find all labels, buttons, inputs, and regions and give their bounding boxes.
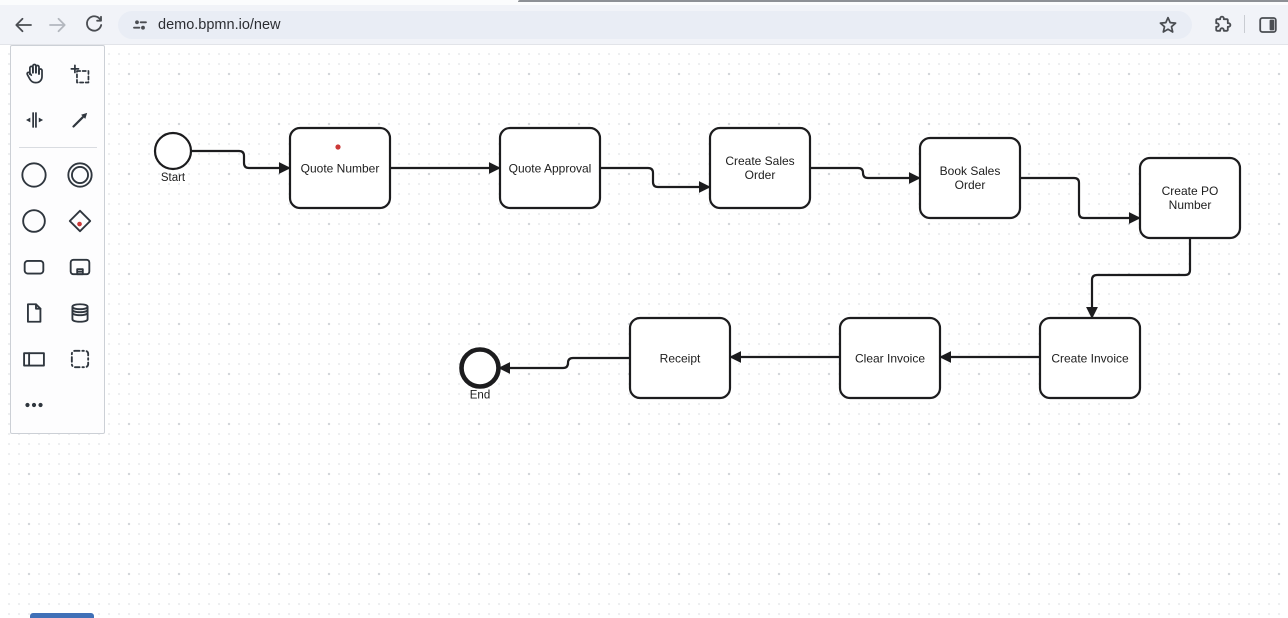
tab-strip-remnant bbox=[0, 0, 1288, 5]
flow-create-po-number-to-create-invoice[interactable] bbox=[1086, 238, 1192, 319]
task-quote-approval[interactable]: Quote Approval bbox=[498, 126, 602, 210]
create-end-event[interactable] bbox=[11, 198, 57, 244]
svg-text:Number: Number bbox=[1169, 198, 1212, 212]
create-group[interactable] bbox=[57, 336, 103, 382]
url-bar[interactable]: demo.bpmn.io/new bbox=[118, 11, 1192, 39]
create-data-object[interactable] bbox=[11, 290, 57, 336]
extensions-puzzle-icon bbox=[1215, 15, 1232, 32]
lasso-tool[interactable] bbox=[57, 51, 103, 97]
svg-text:Order: Order bbox=[745, 168, 776, 182]
svg-text:Order: Order bbox=[955, 178, 986, 192]
svg-text:Create Invoice: Create Invoice bbox=[1051, 351, 1129, 365]
task-clear-invoice[interactable]: Clear Invoice bbox=[838, 316, 942, 400]
window-top-edge bbox=[518, 0, 1288, 2]
reload-icon bbox=[86, 15, 103, 32]
flow-book-sales-order-to-create-po-number[interactable] bbox=[1020, 176, 1141, 224]
global-connect-tool[interactable] bbox=[57, 97, 103, 143]
task-quote-number[interactable]: Quote Number bbox=[288, 126, 392, 210]
site-settings-icon[interactable] bbox=[128, 13, 152, 37]
start-event[interactable]: Start bbox=[153, 131, 193, 184]
star-icon bbox=[1159, 16, 1177, 33]
more-options[interactable] bbox=[11, 382, 57, 428]
create-subprocess[interactable] bbox=[57, 244, 103, 290]
create-participant[interactable] bbox=[11, 336, 57, 382]
side-panel-button[interactable] bbox=[1254, 11, 1282, 39]
task-create-invoice[interactable]: Create Invoice bbox=[1038, 316, 1142, 400]
svg-text:Book Sales: Book Sales bbox=[940, 164, 1001, 178]
space-tool[interactable] bbox=[11, 97, 57, 143]
side-panel-icon bbox=[1259, 17, 1277, 33]
toolbar-divider bbox=[1244, 15, 1245, 33]
flow-quote-approval-to-create-sales-order[interactable] bbox=[600, 166, 711, 193]
forward-arrow-icon bbox=[49, 17, 66, 33]
browser-toolbar: demo.bpmn.io/new bbox=[0, 0, 1288, 45]
svg-text:Create PO: Create PO bbox=[1162, 184, 1219, 198]
create-intermediate-event[interactable] bbox=[57, 152, 103, 198]
end-event[interactable]: End bbox=[459, 347, 501, 402]
error-marker-dot bbox=[77, 221, 82, 227]
create-data-store[interactable] bbox=[57, 290, 103, 336]
palette-separator bbox=[18, 147, 97, 148]
bpmn-io-logo[interactable] bbox=[30, 613, 94, 618]
hand-tool[interactable] bbox=[11, 51, 57, 97]
svg-text:Start: Start bbox=[161, 172, 186, 184]
forward-button[interactable] bbox=[44, 11, 72, 39]
url-text[interactable]: demo.bpmn.io/new bbox=[158, 17, 281, 33]
task-receipt[interactable]: Receipt bbox=[628, 316, 732, 400]
bookmark-star-button[interactable] bbox=[1156, 13, 1180, 37]
create-start-event[interactable] bbox=[11, 152, 57, 198]
error-marker-dot bbox=[335, 144, 341, 150]
flow-receipt-to-end[interactable] bbox=[498, 356, 630, 374]
create-task[interactable] bbox=[11, 244, 57, 290]
svg-text:Quote Approval: Quote Approval bbox=[509, 161, 592, 175]
flow-create-sales-order-to-book-sales-order[interactable] bbox=[810, 166, 921, 184]
svg-text:End: End bbox=[470, 390, 490, 402]
back-button[interactable] bbox=[9, 11, 37, 39]
flow-start-to-quote-number[interactable] bbox=[192, 149, 291, 174]
reload-button[interactable] bbox=[80, 11, 108, 39]
svg-text:Receipt: Receipt bbox=[660, 351, 701, 365]
svg-text:Create Sales: Create Sales bbox=[725, 154, 794, 168]
svg-text:Quote Number: Quote Number bbox=[301, 161, 380, 175]
create-gateway[interactable] bbox=[57, 198, 103, 244]
svg-text:Clear Invoice: Clear Invoice bbox=[855, 351, 925, 365]
extensions-button[interactable] bbox=[1208, 11, 1236, 39]
back-arrow-icon bbox=[15, 17, 32, 33]
bpmn-palette bbox=[10, 45, 105, 434]
